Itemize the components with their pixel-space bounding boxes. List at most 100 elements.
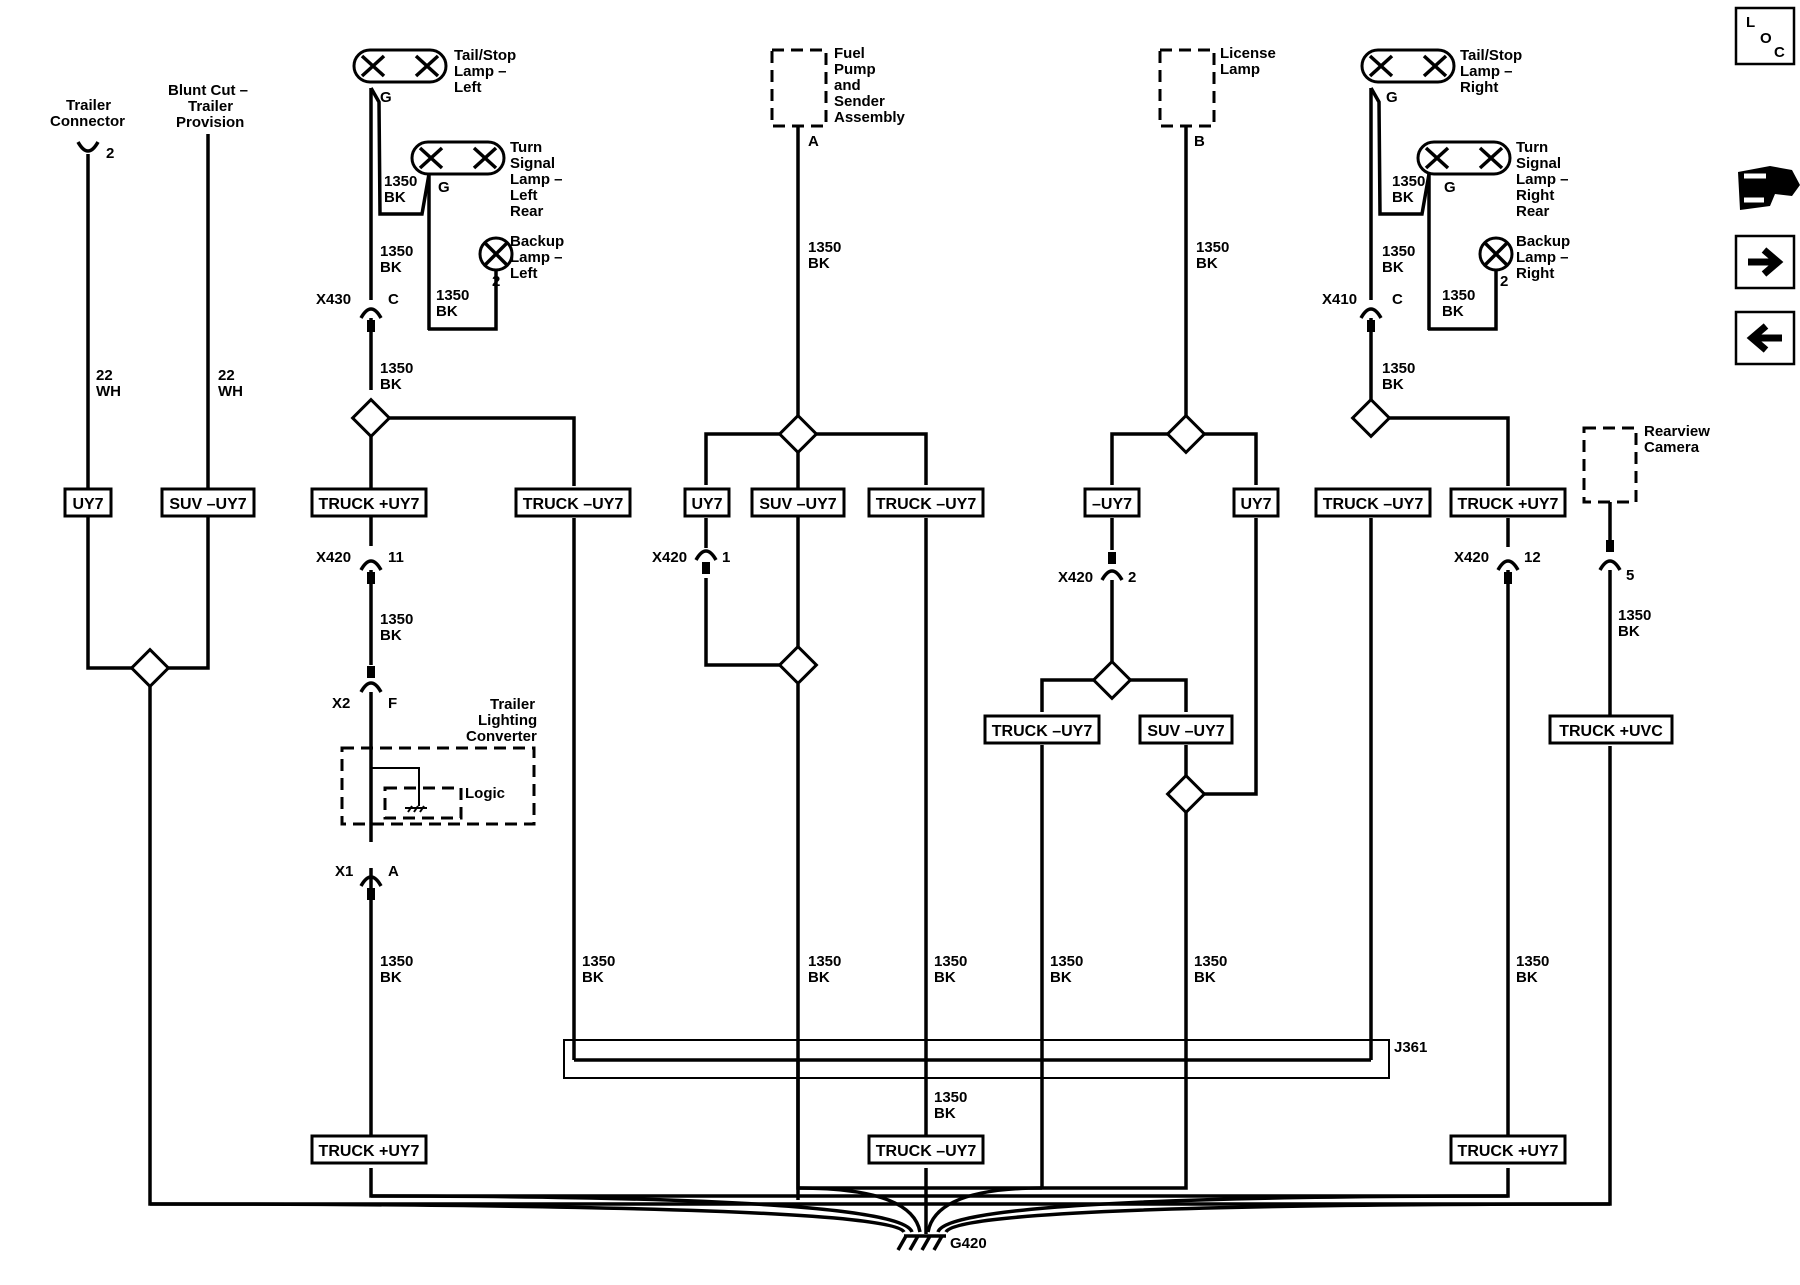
- svg-text:Left: Left: [510, 187, 538, 204]
- connector-x430: X430 C: [316, 291, 399, 332]
- svg-text:A: A: [388, 863, 399, 880]
- svg-text:G: G: [380, 89, 392, 106]
- svg-text:Fuel: Fuel: [834, 45, 865, 62]
- svg-text:1350: 1350: [1194, 953, 1227, 970]
- svg-text:–UY7: –UY7: [1092, 496, 1132, 513]
- svg-text:TRUCK +UY7: TRUCK +UY7: [319, 496, 420, 513]
- svg-text:Logic: Logic: [465, 785, 505, 802]
- svg-text:WH: WH: [218, 383, 243, 400]
- svg-text:2: 2: [106, 145, 114, 162]
- option-truck-plus-uvc: TRUCK +UVC: [1548, 714, 1674, 745]
- svg-text:TRUCK –UY7: TRUCK –UY7: [523, 496, 624, 513]
- rearview-camera: Rearview Camera 5 1350 BK: [1582, 423, 1710, 640]
- option-truck-minus-uy7-a: TRUCK –UY7: [514, 487, 632, 518]
- svg-text:1350: 1350: [934, 953, 967, 970]
- svg-text:UY7: UY7: [691, 496, 722, 513]
- svg-text:BK: BK: [1196, 255, 1218, 272]
- svg-text:BK: BK: [1442, 303, 1464, 320]
- svg-text:Backup: Backup: [510, 233, 564, 250]
- svg-text:Lamp –: Lamp –: [510, 171, 563, 188]
- svg-text:1350: 1350: [380, 243, 413, 260]
- svg-text:L: L: [1746, 14, 1755, 31]
- svg-text:TRUCK +UY7: TRUCK +UY7: [1458, 496, 1559, 513]
- svg-text:1350: 1350: [380, 953, 413, 970]
- svg-text:License: License: [1220, 45, 1276, 62]
- option-suv-minus-uy7-b: SUV –UY7: [1138, 714, 1234, 745]
- svg-text:G: G: [438, 179, 450, 196]
- svg-text:SUV –UY7: SUV –UY7: [169, 496, 246, 513]
- svg-text:Right: Right: [1460, 79, 1498, 96]
- svg-text:BK: BK: [1392, 189, 1414, 206]
- svg-text:X420: X420: [1454, 549, 1489, 566]
- svg-text:Trailer: Trailer: [490, 696, 535, 713]
- svg-text:TRUCK +UY7: TRUCK +UY7: [1458, 1143, 1559, 1160]
- svg-text:Converter: Converter: [466, 728, 537, 745]
- connector-x420-2: X420 2: [1058, 552, 1136, 586]
- svg-text:BK: BK: [1618, 623, 1640, 640]
- svg-text:SUV –UY7: SUV –UY7: [1147, 723, 1224, 740]
- option-truck-plus-uy7-a: TRUCK +UY7: [310, 487, 428, 518]
- svg-text:Trailer: Trailer: [66, 97, 111, 114]
- svg-text:G: G: [1444, 179, 1456, 196]
- svg-text:Left: Left: [454, 79, 482, 96]
- svg-text:BK: BK: [380, 259, 402, 276]
- svg-text:1350: 1350: [1516, 953, 1549, 970]
- svg-text:TRUCK +UVC: TRUCK +UVC: [1559, 723, 1663, 740]
- svg-text:Sender: Sender: [834, 93, 885, 110]
- svg-text:C: C: [1392, 291, 1403, 308]
- svg-text:X430: X430: [316, 291, 351, 308]
- svg-text:22: 22: [218, 367, 235, 384]
- svg-text:BK: BK: [1194, 969, 1216, 986]
- option-truck-plus-uy7-d: TRUCK +UY7: [1449, 1134, 1567, 1165]
- svg-text:1350: 1350: [380, 360, 413, 377]
- next-page-button[interactable]: [1734, 234, 1796, 290]
- svg-text:TRUCK –UY7: TRUCK –UY7: [876, 496, 977, 513]
- svg-text:Rear: Rear: [510, 203, 544, 220]
- connector-x2: X2 F: [332, 666, 397, 712]
- svg-text:1350: 1350: [1442, 287, 1475, 304]
- svg-text:G: G: [1386, 89, 1398, 106]
- svg-text:Connector: Connector: [50, 113, 125, 130]
- svg-text:X2: X2: [332, 695, 350, 712]
- option-suv-minus-uy7-a: SUV –UY7: [750, 487, 846, 518]
- option-truck-minus-uy7-e: TRUCK –UY7: [1314, 487, 1432, 518]
- blunt-cut-provision: Blunt Cut – Trailer Provision 22 WH: [168, 82, 248, 400]
- connector-x1: X1 A: [335, 863, 399, 900]
- svg-text:11: 11: [388, 549, 404, 566]
- svg-text:Blunt Cut –: Blunt Cut –: [168, 82, 248, 99]
- option-suv-minus-uy7-c: SUV –UY7: [160, 487, 256, 518]
- svg-text:X420: X420: [316, 549, 351, 566]
- svg-text:BK: BK: [1516, 969, 1538, 986]
- svg-text:Signal: Signal: [1516, 155, 1561, 172]
- splice-j361-label: J361: [1394, 1039, 1427, 1056]
- svg-text:O: O: [1760, 30, 1772, 47]
- svg-text:BK: BK: [808, 969, 830, 986]
- svg-text:1350: 1350: [1050, 953, 1083, 970]
- option-uy7-c: UY7: [63, 487, 113, 518]
- svg-text:12: 12: [1524, 549, 1541, 566]
- svg-text:and: and: [834, 77, 861, 94]
- connector-view-icon[interactable]: [1738, 166, 1800, 210]
- svg-text:TRUCK +UY7: TRUCK +UY7: [319, 1143, 420, 1160]
- svg-text:UY7: UY7: [72, 496, 103, 513]
- svg-text:Right: Right: [1516, 187, 1554, 204]
- tail-stop-lamp-right: Tail/Stop Lamp – Right G: [1360, 47, 1522, 106]
- svg-text:1350: 1350: [1618, 607, 1651, 624]
- option-uy7-b: UY7: [1232, 487, 1280, 518]
- svg-text:Lamp –: Lamp –: [510, 249, 563, 266]
- trailer-lighting-converter: Trailer Lighting Converter Logic: [340, 696, 537, 826]
- previous-page-button[interactable]: [1734, 310, 1796, 366]
- loc-button[interactable]: L O C: [1734, 6, 1796, 66]
- connector-x410: X410 C: [1322, 291, 1403, 332]
- connector-x420-12: X420 12: [1454, 549, 1541, 584]
- ground-g420: G420: [896, 1234, 987, 1252]
- fuel-pump-sender-assembly: Fuel Pump and Sender Assembly A: [770, 45, 906, 150]
- svg-text:TRUCK –UY7: TRUCK –UY7: [876, 1143, 977, 1160]
- svg-text:Rear: Rear: [1516, 203, 1550, 220]
- svg-text:1350: 1350: [384, 173, 417, 190]
- svg-text:Lamp –: Lamp –: [1460, 63, 1513, 80]
- svg-text:B: B: [1194, 133, 1205, 150]
- turn-signal-lamp-right-rear: Turn Signal Lamp – Right Rear G 1350 BK: [1392, 139, 1569, 220]
- svg-text:BK: BK: [582, 969, 604, 986]
